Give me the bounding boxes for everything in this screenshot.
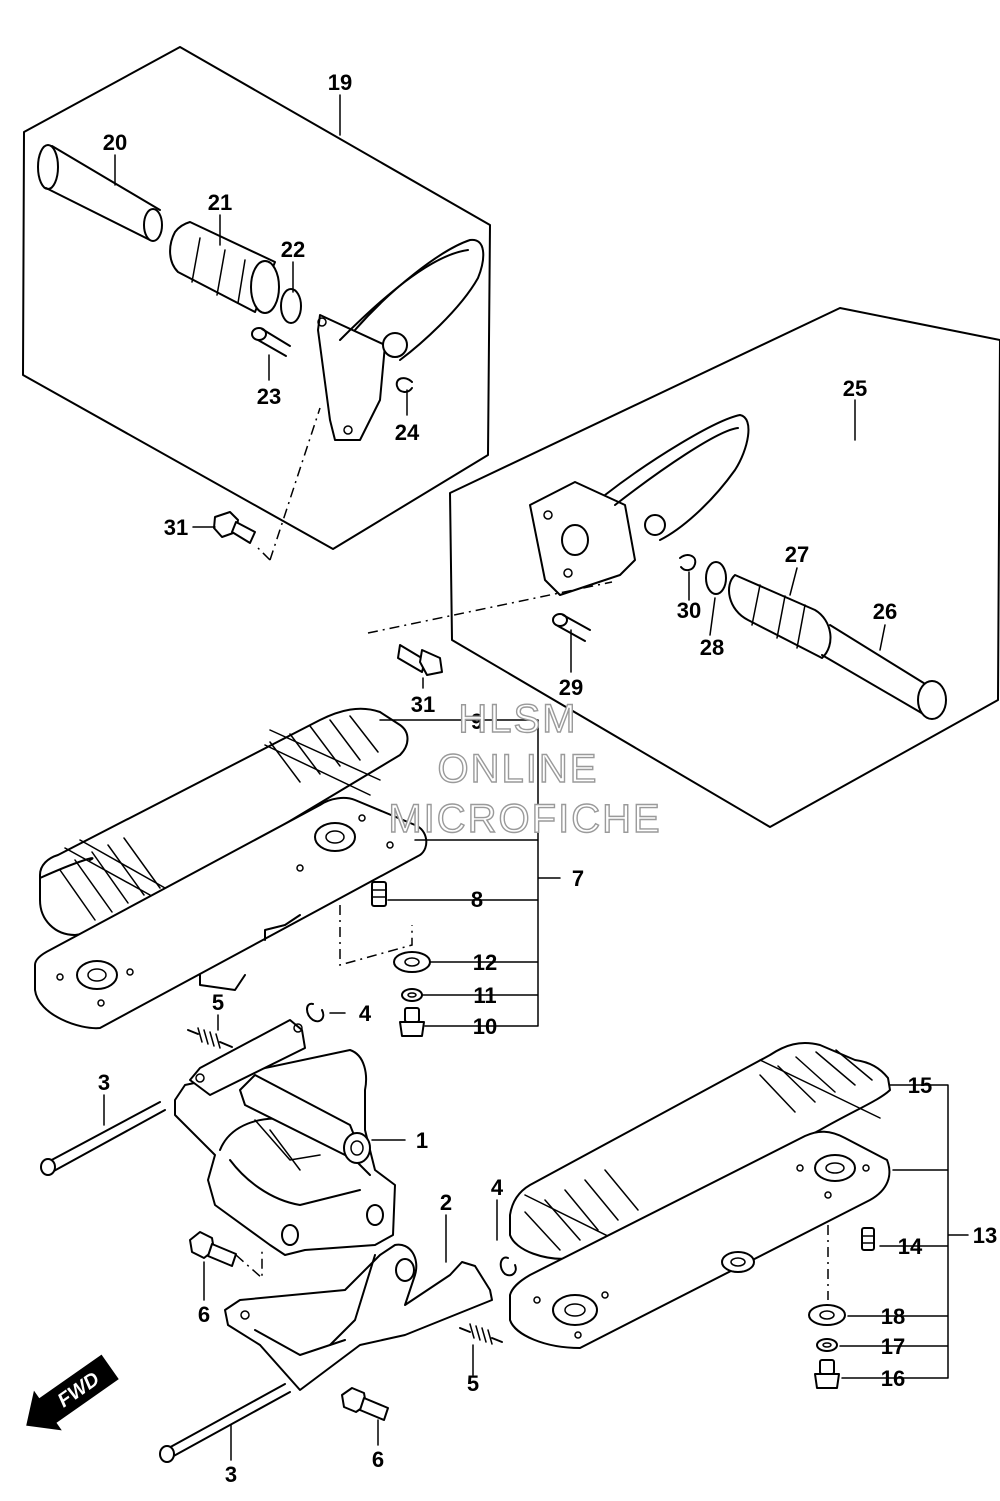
watermark-line-2: ONLINE (438, 747, 599, 791)
circlip-4-lower[interactable] (499, 1256, 517, 1277)
washer-12[interactable] (393, 951, 431, 973)
bolt-6-lower[interactable] (341, 1387, 389, 1421)
callout-15[interactable]: 15 (908, 1073, 932, 1098)
callout-2[interactable]: 2 (440, 1190, 452, 1215)
callout-27[interactable]: 27 (785, 542, 809, 567)
shaft-20[interactable] (37, 144, 163, 242)
callout-28[interactable]: 28 (700, 635, 724, 660)
callout-5-upper[interactable]: 5 (212, 990, 224, 1015)
footrest-plate-9[interactable] (39, 707, 409, 936)
washer-17[interactable] (816, 1338, 838, 1352)
bolt-31-upper[interactable] (213, 511, 256, 544)
callout-4-upper[interactable]: 4 (359, 1001, 372, 1026)
callout-7[interactable]: 7 (572, 866, 584, 891)
passenger-footrest-right-assembly (449, 307, 1000, 828)
fwd-arrow-icon (26, 1354, 119, 1431)
circlip-4-upper[interactable] (306, 1002, 325, 1023)
footrest-bracket-7[interactable] (34, 796, 428, 1030)
spring-5-upper[interactable] (187, 1027, 233, 1049)
bolt-14[interactable] (861, 1227, 875, 1251)
watermark-line-1: HLSM (458, 697, 577, 741)
shaft-26[interactable] (821, 624, 947, 720)
rubber-21[interactable] (169, 221, 280, 314)
circlip-24[interactable] (395, 377, 413, 393)
leader-31-upper (254, 407, 321, 561)
pin-3-upper[interactable] (40, 1101, 166, 1176)
callout-21[interactable]: 21 (208, 190, 232, 215)
callout-30[interactable]: 30 (677, 598, 701, 623)
group-box-19 (22, 46, 491, 550)
callout-8[interactable]: 8 (471, 887, 483, 912)
callout-12[interactable]: 12 (473, 950, 497, 975)
callout-31-lower[interactable]: 31 (411, 692, 435, 717)
callout-24[interactable]: 24 (395, 420, 420, 445)
passenger-footrest-left-assembly (22, 46, 491, 550)
footrest-bracket-2[interactable] (224, 1243, 493, 1391)
callout-numbers: 19 20 21 22 23 24 31 25 27 26 30 28 29 3… (98, 70, 997, 1487)
callout-10[interactable]: 10 (473, 1014, 497, 1039)
footrest-bracket-1[interactable] (174, 1019, 396, 1256)
washer-28[interactable] (705, 561, 727, 595)
washer-18[interactable] (808, 1304, 846, 1326)
callout-31-upper[interactable]: 31 (164, 515, 188, 540)
callout-11[interactable]: 11 (473, 983, 496, 1008)
callout-17[interactable]: 17 (881, 1334, 905, 1359)
callout-4-lower[interactable]: 4 (491, 1175, 504, 1200)
bolt-31-lower[interactable] (397, 644, 443, 676)
footrest-bracket-13[interactable] (509, 1130, 891, 1349)
callout-19[interactable]: 19 (328, 70, 352, 95)
callout-5-lower[interactable]: 5 (467, 1371, 479, 1396)
forward-direction-badge: FWD (26, 1354, 119, 1431)
washer-22[interactable] (280, 288, 302, 324)
spring-5-lower[interactable] (459, 1323, 503, 1345)
callout-leaders (103, 94, 969, 1461)
bolt-10[interactable] (399, 1007, 425, 1037)
callout-29[interactable]: 29 (559, 675, 583, 700)
bolt-8[interactable] (371, 881, 387, 907)
washer-11[interactable] (401, 988, 423, 1002)
callout-23[interactable]: 23 (257, 384, 281, 409)
callout-6-upper[interactable]: 6 (198, 1302, 210, 1327)
watermark-line-3: MICROFICHE (388, 797, 661, 841)
leader-31-lower (367, 581, 613, 634)
callout-9[interactable]: 9 (471, 709, 483, 734)
rubber-27[interactable] (728, 574, 832, 659)
bolt-6-upper[interactable] (189, 1231, 237, 1267)
callout-20[interactable]: 20 (103, 130, 127, 155)
callout-22[interactable]: 22 (281, 237, 305, 262)
callout-16[interactable]: 16 (881, 1366, 905, 1391)
callout-18[interactable]: 18 (881, 1304, 905, 1329)
callout-25[interactable]: 25 (843, 376, 867, 401)
callout-13[interactable]: 13 (973, 1223, 997, 1248)
leader-9 (339, 905, 413, 966)
circlip-30[interactable] (679, 554, 697, 572)
callout-1[interactable]: 1 (416, 1128, 428, 1153)
bolt-16[interactable] (814, 1359, 840, 1389)
callout-14[interactable]: 14 (898, 1234, 923, 1259)
callout-3-upper[interactable]: 3 (98, 1070, 110, 1095)
watermark: HLSM ONLINE MICROFICHE (388, 696, 661, 841)
pin-23[interactable] (251, 327, 291, 357)
footrest-bracket-left (317, 238, 485, 441)
pin-3-lower[interactable] (159, 1383, 291, 1463)
callout-6-lower[interactable]: 6 (372, 1447, 384, 1472)
footrest-bracket-right (529, 414, 750, 596)
callout-3-lower[interactable]: 3 (225, 1462, 237, 1487)
callout-26[interactable]: 26 (873, 599, 897, 624)
group-box-25 (449, 307, 1000, 828)
leader-6 (235, 1250, 263, 1280)
